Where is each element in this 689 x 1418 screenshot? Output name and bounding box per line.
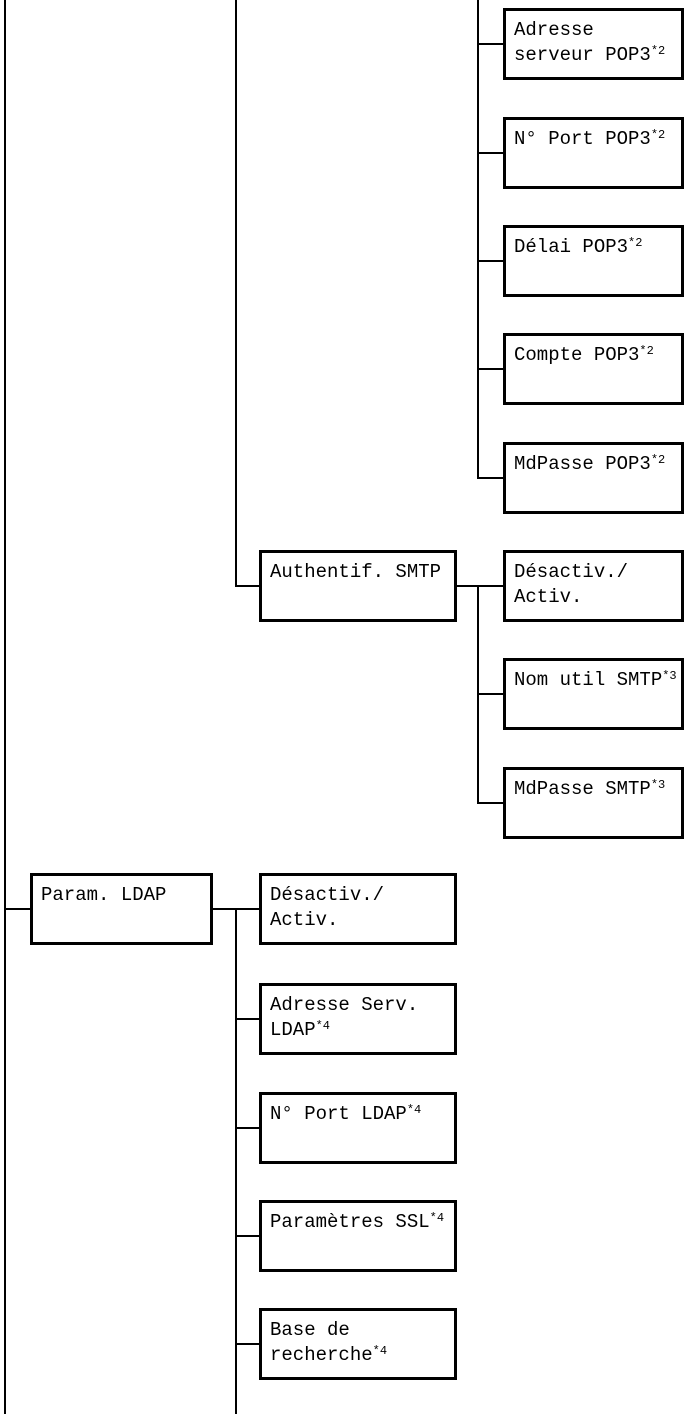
- tree-branch-ldap-in: [4, 908, 30, 910]
- footnote-marker: *2: [650, 44, 666, 58]
- footnote-marker: *4: [429, 1211, 445, 1225]
- tree-line-right-trunk-upper: [477, 0, 479, 479]
- tree-branch-ldap-searchbase: [235, 1343, 259, 1345]
- box-label: N° Port LDAP: [270, 1103, 407, 1125]
- box-smtp-username: Nom util SMTP*3: [503, 658, 684, 730]
- box-ldap-server-address: Adresse Serv. LDAP*4: [259, 983, 457, 1055]
- box-label: N° Port POP3: [514, 128, 651, 150]
- box-label: LDAP: [270, 1019, 316, 1041]
- footnote-marker: *3: [650, 778, 666, 792]
- footnote-marker: *4: [372, 1344, 388, 1358]
- tree-branch-ldap-out: [213, 908, 259, 910]
- box-smtp-auth: Authentif. SMTP: [259, 550, 457, 622]
- footnote-marker: *2: [650, 453, 666, 467]
- box-label: Compte POP3: [514, 344, 640, 366]
- box-ldap-port: N° Port LDAP*4: [259, 1092, 457, 1164]
- tree-line-mid-trunk-lower: [235, 908, 237, 1414]
- tree-branch-ldap-port: [235, 1127, 259, 1129]
- box-label: Adresse Serv.: [270, 994, 419, 1016]
- box-smtp-password: MdPasse SMTP*3: [503, 767, 684, 839]
- tree-branch-ldap-server: [235, 1018, 259, 1020]
- box-label: MdPasse POP3: [514, 453, 651, 475]
- box-label: Paramètres SSL: [270, 1211, 430, 1233]
- footnote-marker: *2: [628, 236, 643, 250]
- box-ldap-settings: Param. LDAP: [30, 873, 213, 945]
- box-ldap-toggle: Désactiv./ Activ.: [259, 873, 457, 945]
- footnote-marker: *3: [662, 669, 677, 683]
- tree-branch-pop3-account: [477, 368, 503, 370]
- tree-branch-smtp-auth-out: [456, 585, 503, 587]
- tree-line-mid-trunk-upper: [235, 0, 237, 587]
- tree-branch-pop3-server: [477, 43, 503, 45]
- box-pop3-password: MdPasse POP3*2: [503, 442, 684, 514]
- box-label: Activ.: [514, 586, 583, 608]
- box-label: Désactiv./: [514, 561, 629, 583]
- box-label: MdPasse SMTP: [514, 778, 651, 800]
- tree-branch-pop3-password: [477, 477, 503, 479]
- box-ldap-search-base: Base de recherche*4: [259, 1308, 457, 1380]
- box-pop3-account: Compte POP3*2: [503, 333, 684, 405]
- tree-branch-pop3-port: [477, 152, 503, 154]
- box-label: recherche: [270, 1344, 373, 1366]
- tree-branch-smtp-auth-in: [235, 585, 259, 587]
- tree-branch-smtp-password: [477, 802, 503, 804]
- box-ldap-ssl: Paramètres SSL*4: [259, 1200, 457, 1272]
- box-label: Désactiv./: [270, 884, 385, 906]
- tree-branch-pop3-timeout: [477, 260, 503, 262]
- tree-branch-smtp-username: [477, 693, 503, 695]
- footnote-marker: *4: [406, 1103, 422, 1117]
- box-pop3-port: N° Port POP3*2: [503, 117, 684, 189]
- box-label: Adresse: [514, 19, 594, 41]
- box-label: Authentif. SMTP: [270, 561, 442, 583]
- footnote-marker: *2: [639, 344, 654, 358]
- box-label: Délai POP3: [514, 236, 629, 258]
- box-label: Param. LDAP: [41, 884, 167, 906]
- footnote-marker: *4: [315, 1019, 331, 1033]
- tree-branch-ldap-ssl: [235, 1235, 259, 1237]
- box-smtp-auth-toggle: Désactiv./ Activ.: [503, 550, 684, 622]
- box-pop3-server-address: Adresse serveur POP3*2: [503, 8, 684, 80]
- box-label: serveur POP3: [514, 44, 651, 66]
- footnote-marker: *2: [650, 128, 666, 142]
- box-label: Activ.: [270, 909, 339, 931]
- tree-line-left-trunk: [4, 0, 6, 1414]
- box-label: Nom util SMTP: [514, 669, 663, 691]
- box-pop3-timeout: Délai POP3*2: [503, 225, 684, 297]
- box-label: Base de: [270, 1319, 350, 1341]
